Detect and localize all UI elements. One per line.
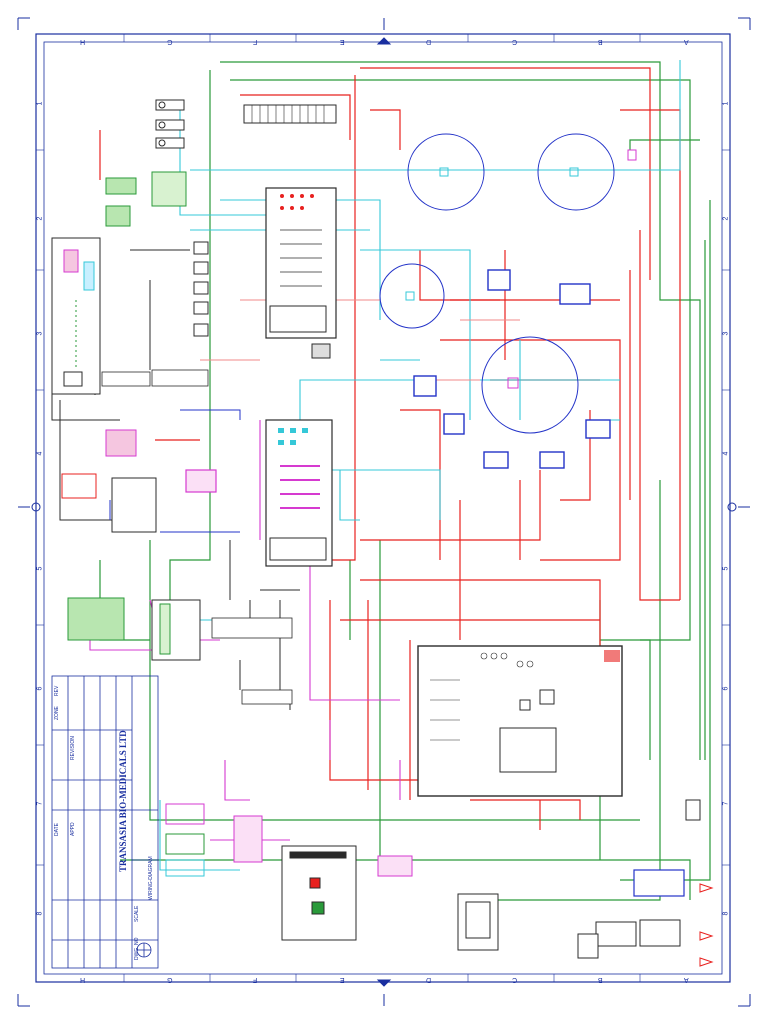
center-marks [18,18,750,1006]
valve-assemblies [413,269,611,469]
printer-block [457,893,499,951]
wire-bundle-red [99,67,681,830]
rotor-top-right [537,133,637,211]
title-block [51,675,159,969]
zone-letter-f: F [253,38,258,45]
zone-letter-g: G [167,976,173,983]
zone-number-1: 1 [722,101,730,106]
pump-module [185,469,217,493]
zone-number-1: 1 [36,101,44,106]
terminal-arrows-right [699,883,714,967]
keypad-box [377,855,413,877]
fan-assemblies [577,919,681,959]
scale-label: SCALE [134,905,140,922]
main-pcb-right [417,645,623,797]
zone-letter-g: G [167,38,173,45]
display-panel [281,845,357,941]
zone-letter-b: B [598,38,603,45]
pcb-small-green [105,171,187,227]
zone-letter-f: F [253,976,258,983]
lamp-box [633,869,685,897]
zone-number-2: 2 [722,216,730,221]
zone-letter-a: A [684,38,689,45]
zone-letter-e: E [340,38,345,45]
controller-board-middle [265,419,333,567]
terminal-strips-left [101,369,293,705]
rotor-middle-large [481,336,579,434]
transformer-block [61,429,157,533]
pcb-lower-left [67,597,201,661]
drawing-number: WIRING-DIAGRAM [148,856,154,900]
zone-letter-d: D [426,38,432,45]
zone-number-3: 3 [722,331,730,336]
zone-number-2: 2 [36,216,44,221]
zone-letter-d: D [426,976,432,983]
zone-number-4: 4 [722,451,730,456]
zone-number-4: 4 [36,451,44,456]
revision-label: REVISION [70,736,76,760]
drawing-no-label: DWG. NO [134,937,140,961]
zone-number-5: 5 [36,566,44,571]
relay-column [193,241,209,337]
approved-label: APPD [70,822,76,836]
controller-board-upper [265,187,337,359]
company-name: TRANSASIA BIO-MEDICALS LTD [118,730,128,872]
zone-number-3: 3 [36,331,44,336]
zone-letter-c: C [512,976,518,983]
power-supply-block [51,237,101,395]
rotor-top-center [407,133,485,211]
zone-letter-h: H [80,38,86,45]
zone-label: ZONE [54,706,60,720]
sensor-box [685,799,701,821]
rev-label: REV [54,685,60,696]
zone-number-8: 8 [722,911,730,916]
zone-number-8: 8 [36,911,44,916]
wire-bundle-blue [109,409,241,533]
bottom-switch-boxes [165,803,263,877]
fuse-holders [155,99,185,149]
rotor-middle-left [379,263,445,329]
zone-letter-h: H [80,976,86,983]
zone-number-7: 7 [36,801,44,806]
zone-number-7: 7 [722,801,730,806]
wire-bundle-pink [200,299,520,381]
corner-marks [17,17,751,1007]
zone-number-6: 6 [722,686,730,691]
connector-strip-top [243,104,337,124]
zone-number-6: 6 [36,686,44,691]
zone-letter-a: A [684,976,689,983]
zone-letter-b: B [598,976,603,983]
zone-letter-e: E [340,976,345,983]
zone-ticks [36,34,730,982]
zone-number-5: 5 [722,566,730,571]
zone-letter-c: C [512,38,518,45]
date-label: DATE [54,823,60,836]
